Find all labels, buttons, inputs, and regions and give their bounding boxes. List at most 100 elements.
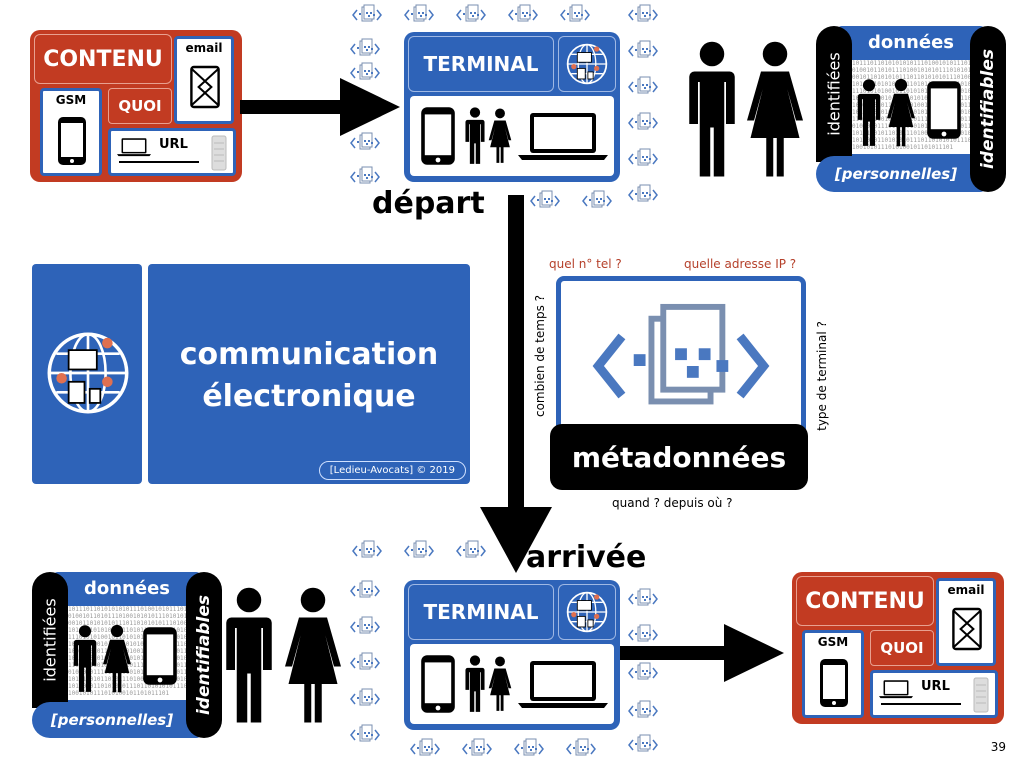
metadata-frame (556, 276, 806, 446)
terminal-label: TERMINAL (408, 584, 554, 640)
server-icon (211, 135, 227, 171)
man-icon (72, 624, 98, 694)
metadata-icon (350, 166, 380, 188)
arrival-label: arrivée (526, 540, 647, 575)
email-panel: email (936, 578, 996, 666)
metadata-icon (350, 38, 380, 60)
question-phone-number: quel n° tel ? (549, 257, 622, 271)
woman-icon (102, 624, 132, 694)
metadata-icon (628, 112, 658, 134)
url-label: URL (921, 679, 950, 694)
identifiable-label: identifiables (194, 594, 214, 716)
arrow-right-top (240, 78, 400, 136)
question-terminal-type: type de terminal ? (815, 321, 829, 431)
metadata-icon (352, 4, 382, 26)
terminal-arrival: TERMINAL (404, 580, 620, 730)
man-icon (684, 40, 740, 180)
metadata-icon (350, 652, 380, 674)
metadata-icon (350, 580, 380, 602)
quoi-label: QUOI (108, 88, 172, 124)
phone-icon (420, 652, 456, 716)
metadata-icon (352, 540, 382, 562)
phone-icon (57, 113, 87, 169)
title-line-1: communication (179, 337, 439, 372)
phone-icon (142, 618, 178, 694)
identifiable-bar: identifiables (186, 572, 222, 738)
metadata-icon (628, 700, 658, 722)
personal-data-box-top-right: données 10111011010101010111010010101110… (816, 26, 1006, 192)
metadata-icon (560, 4, 590, 26)
woman-icon (282, 586, 344, 726)
metadata-icon (350, 688, 380, 710)
envelope-icon (189, 59, 221, 115)
personal-label: [personnelles] (32, 702, 192, 738)
globe-card (32, 264, 142, 484)
gsm-panel: GSM (802, 630, 864, 718)
metadata-icon (410, 738, 440, 760)
man-icon (464, 106, 486, 166)
metadata-icon (462, 738, 492, 760)
globe-panel (558, 584, 616, 640)
devices-panel (410, 644, 614, 724)
gsm-label: GSM (55, 93, 87, 107)
phone-icon (926, 72, 962, 148)
terminal-departure: TERMINAL (404, 32, 620, 182)
email-label: email (185, 41, 223, 55)
laptop-icon (518, 110, 608, 162)
devices-panel (410, 96, 614, 176)
metadata-icon (456, 4, 486, 26)
metadata-icon (628, 4, 658, 26)
metadata-file-icon (573, 301, 789, 431)
man-icon (464, 654, 486, 714)
email-label: email (947, 583, 985, 597)
gsm-label: GSM (817, 635, 849, 649)
content-title: CONTENU (796, 576, 934, 626)
data-title: données (867, 32, 954, 53)
identified-label: identifiées (824, 52, 844, 136)
metadata-icon (514, 738, 544, 760)
server-icon (973, 677, 989, 713)
woman-icon (488, 106, 512, 166)
page-number: 39 (990, 740, 1006, 754)
gsm-panel: GSM (40, 88, 102, 176)
metadata-label: métadonnées (550, 424, 808, 490)
content-box-top-left: CONTENU email GSM QUOI URL (30, 30, 242, 182)
credit-label: [Ledieu-Avocats] © 2019 (318, 461, 466, 480)
metadata-icon (582, 190, 612, 212)
globe-icon (565, 589, 609, 635)
quoi-label: QUOI (870, 630, 934, 666)
envelope-icon (951, 601, 983, 657)
identifiable-label: identifiables (978, 48, 998, 170)
man-icon (856, 78, 882, 148)
woman-icon (488, 654, 512, 714)
question-ip-address: quelle adresse IP ? (684, 257, 797, 271)
content-box-bottom-right: CONTENU email GSM QUOI URL (792, 572, 1004, 724)
laptop-icon (518, 658, 608, 710)
metadata-icon (628, 184, 658, 206)
identified-bar: identifiées (32, 572, 68, 708)
metadata-icon (628, 588, 658, 610)
question-duration: combien de temps ? (533, 294, 547, 418)
globe-panel (558, 36, 616, 92)
title-card: communication électronique [Ledieu-Avoca… (148, 264, 470, 484)
url-panel: URL (870, 670, 998, 718)
metadata-icon (404, 540, 434, 562)
identified-bar: identifiées (816, 26, 852, 162)
url-arrow (881, 703, 961, 705)
url-arrow (119, 161, 199, 163)
identifiable-bar: identifiables (970, 26, 1006, 192)
metadata-icon (508, 4, 538, 26)
departure-label: départ (372, 186, 485, 221)
man-icon (222, 586, 276, 726)
globe-icon (565, 41, 609, 87)
metadata-icon (350, 724, 380, 746)
personal-label: [personnelles] (816, 156, 976, 192)
identified-label: identifiées (40, 598, 60, 682)
metadata-icon (628, 734, 658, 756)
metadata-icon (628, 40, 658, 62)
question-when-where: quand ? depuis où ? (612, 496, 733, 510)
title-line-2: électronique (202, 379, 416, 414)
metadata-icon (350, 616, 380, 638)
metadata-icon (404, 4, 434, 26)
globe-devices-icon (44, 328, 132, 418)
